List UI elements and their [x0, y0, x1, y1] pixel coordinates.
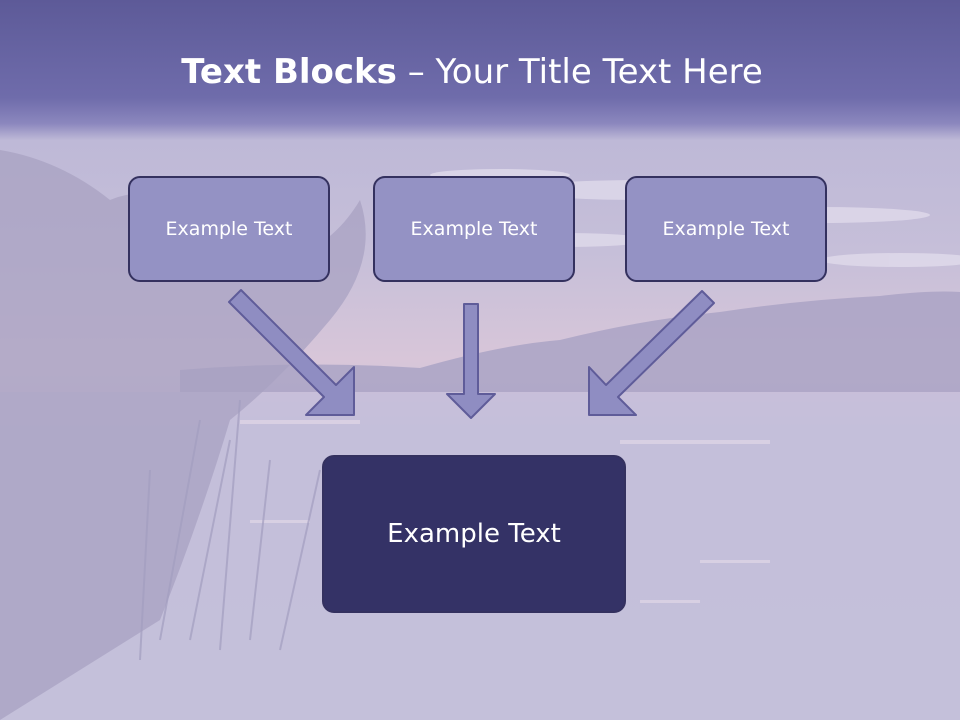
target-text-block[interactable]: Example Text [322, 455, 626, 613]
text-block-center[interactable]: Example Text [373, 176, 575, 282]
arrow-down-right-icon [228, 289, 355, 416]
text-block-center-label: Example Text [410, 218, 538, 240]
text-block-left-label: Example Text [165, 218, 293, 240]
title-bold-part: Text Blocks [181, 52, 397, 92]
target-text-block-label: Example Text [387, 519, 561, 549]
text-block-left[interactable]: Example Text [128, 176, 330, 282]
title-band [0, 0, 960, 140]
title-dash: – [396, 52, 436, 92]
text-block-right[interactable]: Example Text [625, 176, 827, 282]
arrow-down-left-icon [588, 290, 715, 416]
title-rest-part: Your Title Text Here [435, 52, 763, 92]
text-block-right-label: Example Text [662, 218, 790, 240]
slide-title: Text Blocks – Your Title Text Here [0, 52, 944, 92]
arrow-down-icon [446, 303, 496, 419]
